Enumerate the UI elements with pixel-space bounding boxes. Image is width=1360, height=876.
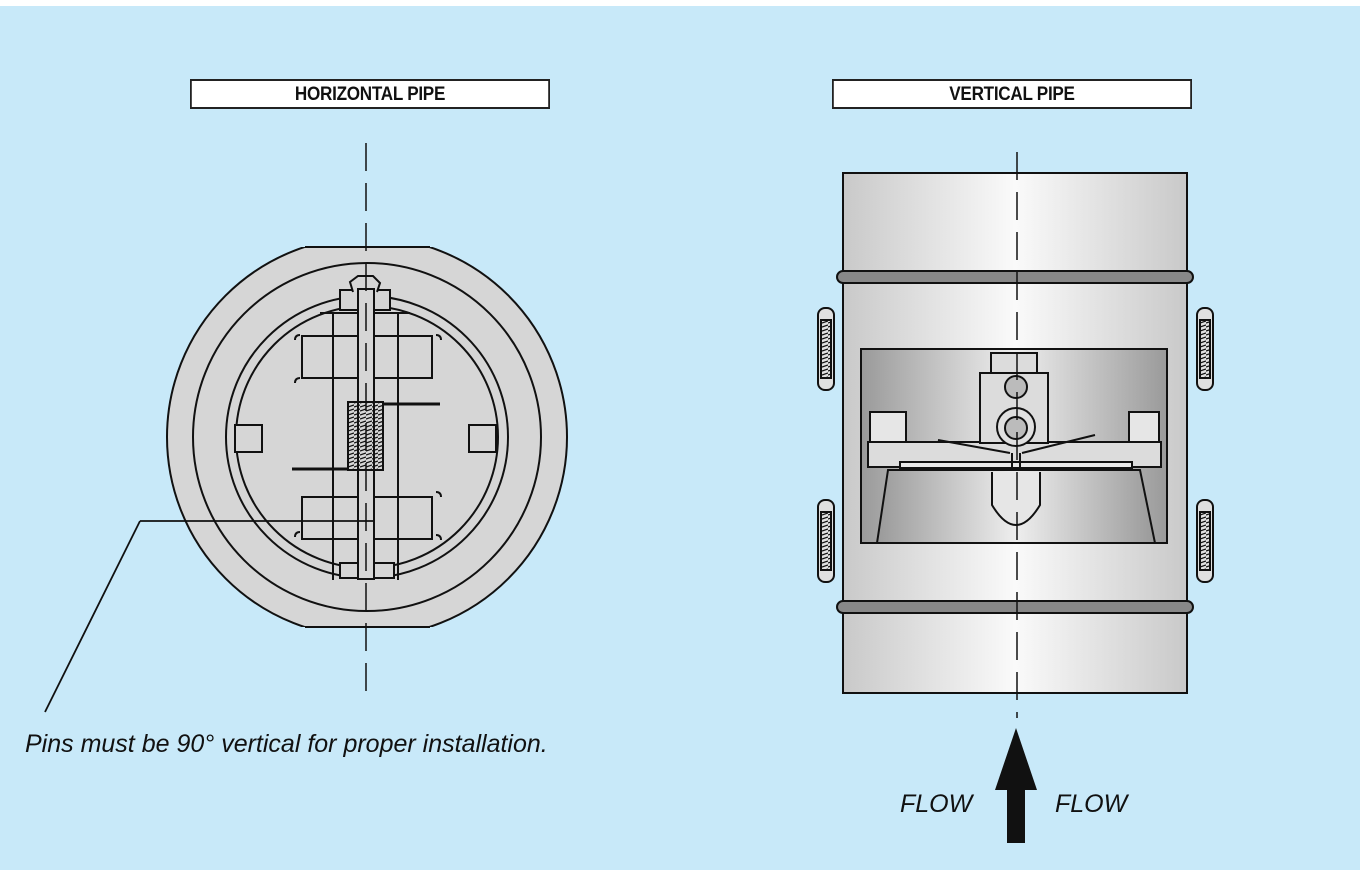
vertical-pipe-title: VERTICAL PIPE [832,79,1192,109]
horizontal-valve-drawing [44,143,568,713]
flow-arrow-icon [995,728,1037,843]
installation-caption: Pins must be 90° vertical for proper ins… [25,730,548,758]
flow-label-left: FLOW [900,790,973,818]
vertical-valve-drawing [817,152,1214,843]
horizontal-pipe-title: HORIZONTAL PIPE [190,79,550,109]
flange-bolts [817,307,1214,583]
flow-label-right: FLOW [1055,790,1128,818]
